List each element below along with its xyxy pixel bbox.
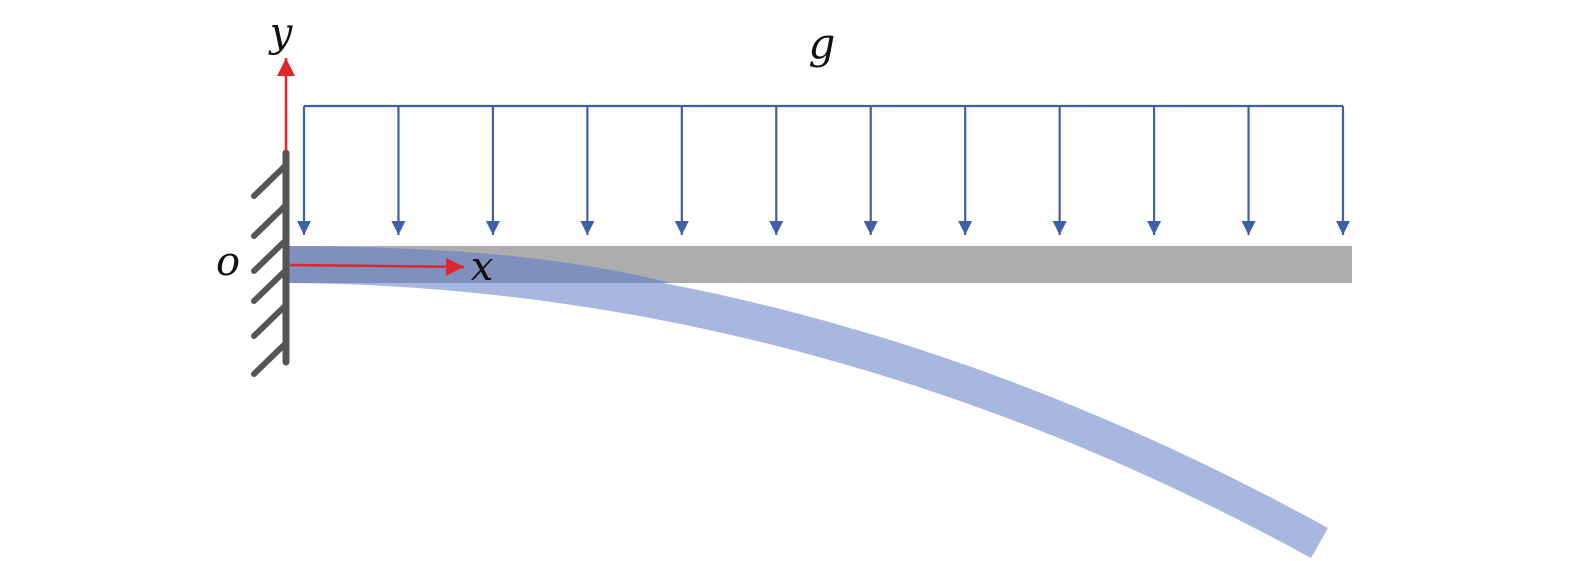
wall-hatch-line <box>251 202 289 239</box>
wall-hatch-line <box>251 162 289 199</box>
load-label: g <box>809 19 836 68</box>
wall-hatch-line <box>251 267 289 304</box>
wall-hatch-line <box>251 340 289 377</box>
wall-hatch-line <box>251 302 289 339</box>
wall-hatch-line <box>251 237 289 274</box>
origin-label: o <box>216 239 240 285</box>
x-axis-arrow <box>289 257 465 276</box>
beam-overlap-region <box>288 246 672 283</box>
deformed-beam <box>288 246 1328 558</box>
x-axis-label: x <box>471 244 494 290</box>
distributed-load <box>297 104 1350 235</box>
fixed-wall-support <box>251 149 290 377</box>
y-axis-label: y <box>268 10 294 56</box>
wall-hatching <box>251 162 289 377</box>
load-arrows <box>297 106 1350 235</box>
